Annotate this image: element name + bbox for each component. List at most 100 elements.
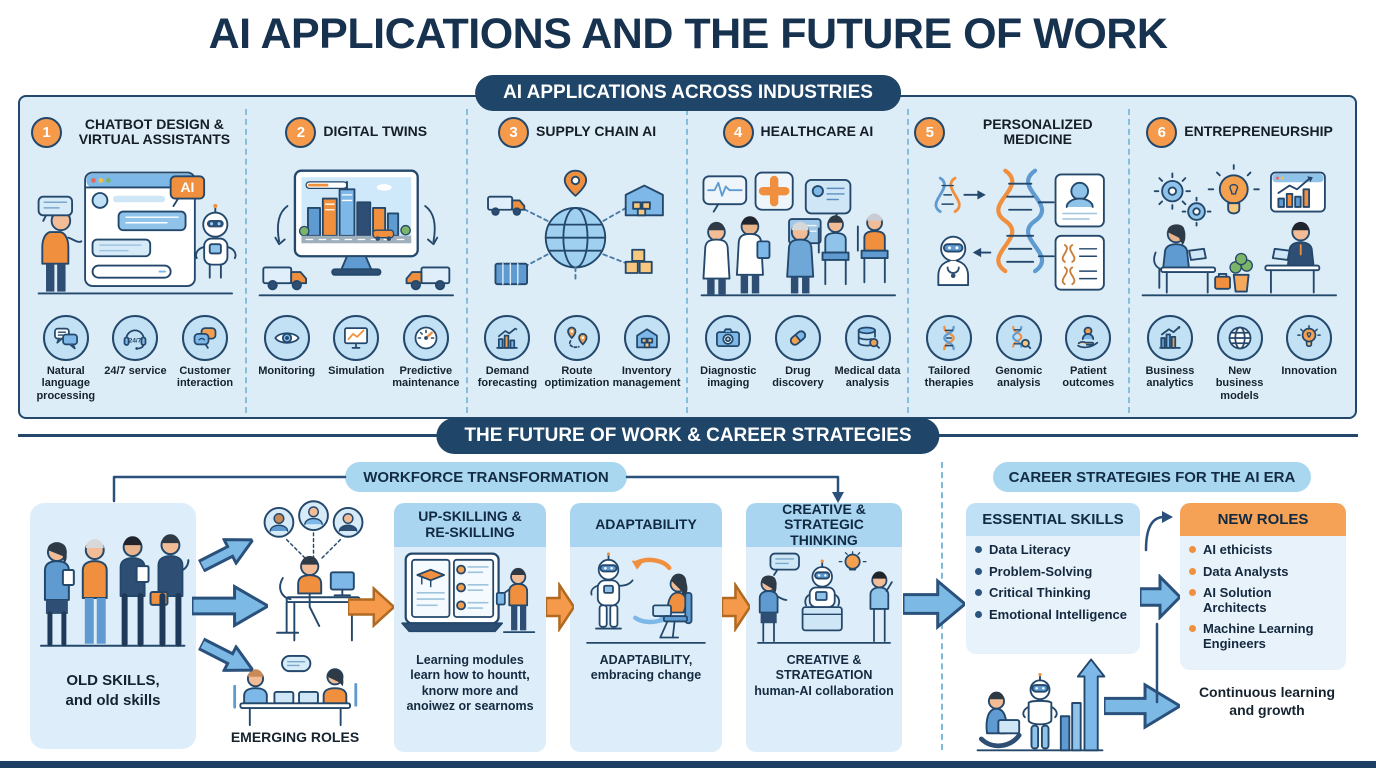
- headset-247-icon: 24/7: [112, 315, 159, 361]
- feature: Monitoring: [252, 315, 322, 377]
- industry-column-entrepreneurship: 6 ENTREPRENEURSHIP Business analytics Ne…: [1130, 109, 1349, 413]
- bullet-dot: [1189, 567, 1196, 575]
- card-title: CREATIVE & STRATEGIC THINKING: [746, 503, 902, 548]
- chat-bubbles-icon: [42, 315, 89, 361]
- feature: Business analytics: [1135, 315, 1205, 390]
- patient-hand-icon: [1065, 315, 1112, 361]
- new-roles-list: AI ethicists Data Analysts AI Solution A…: [1180, 542, 1346, 651]
- feature-label: Route optimization: [544, 365, 610, 390]
- feature-row: Business analytics New business models I…: [1135, 315, 1344, 402]
- career-strategies-header: CAREER STRATEGIES FOR THE AI ERA: [993, 462, 1311, 492]
- feature-label: Patient outcomes: [1062, 365, 1115, 390]
- skill-item: Data Literacy: [975, 542, 1131, 558]
- growth-illustration: [972, 650, 1108, 756]
- feature: Tailored therapies: [914, 315, 984, 390]
- warehouse-icon: [623, 315, 670, 361]
- feature-label: Inventory management: [612, 365, 681, 390]
- card-body: Learning modules learn how to hountt, kn…: [406, 653, 534, 713]
- flow-arrow-icon: [1140, 574, 1180, 620]
- feature-label: Demand forecasting: [477, 365, 538, 390]
- skill-item: Emotional Intelligence: [975, 606, 1131, 623]
- flow-arrow-icon: [903, 578, 965, 630]
- feature-label: Business analytics: [1145, 365, 1195, 390]
- route-pins-icon: [553, 315, 600, 361]
- feature: New business models: [1205, 315, 1275, 402]
- feature-row: Monitoring Simulation Predictive mainten…: [252, 315, 461, 390]
- column-header: 4 HEALTHCARE AI: [693, 109, 902, 155]
- feature: Inventory management: [612, 315, 682, 390]
- new-roles-card: NEW ROLES AI ethicists Data Analysts AI …: [1180, 503, 1346, 670]
- card-body: CREATIVE & STRATEGATION human-AI collabo…: [754, 653, 894, 698]
- creative-thinking-illustration: [750, 550, 898, 650]
- growth-chart-icon: [1146, 315, 1193, 361]
- bottom-accent-strip: [0, 761, 1376, 768]
- feature: Predictive maintenance: [391, 315, 461, 390]
- feature-row: Tailored therapies Genomic analysis Pati…: [914, 315, 1123, 390]
- role-label: Data Analysts: [1203, 563, 1289, 579]
- feature-label: Natural language processing: [36, 365, 96, 402]
- role-label: AI ethicists: [1203, 542, 1273, 557]
- feature: Genomic analysis: [984, 315, 1054, 390]
- feature: Diagnostic imaging: [693, 315, 763, 390]
- essential-skills-card: ESSENTIAL SKILLS Data Literacy Problem-S…: [966, 503, 1140, 654]
- healthcare-illustration: [693, 155, 902, 311]
- feature-label: Customer interaction: [176, 365, 234, 390]
- monitor-chart-icon: [333, 315, 380, 361]
- feature: Natural language processing: [31, 315, 101, 402]
- feature-label: Predictive maintenance: [392, 365, 460, 390]
- workforce-transformation-header: WORKFORCE TRANSFORMATION: [345, 462, 627, 492]
- gauge-icon: [402, 315, 449, 361]
- feature: Medical data analysis: [833, 315, 903, 390]
- feature-label: Drug discovery: [772, 365, 824, 390]
- feature: Simulation: [321, 315, 391, 377]
- feature: Drug discovery: [763, 315, 833, 390]
- role-label: Machine Learning Engineers: [1203, 621, 1314, 651]
- adaptability-illustration: [574, 550, 718, 650]
- page-title: AI APPLICATIONS AND THE FUTURE OF WORK: [208, 10, 1168, 58]
- bullet-dot: [1189, 625, 1196, 633]
- column-header: 1 CHATBOT DESIGN & VIRTUAL ASSISTANTS: [31, 109, 240, 155]
- chatbot-illustration: AI: [31, 155, 240, 311]
- feature-label: New business models: [1215, 365, 1264, 402]
- skill-item: Problem-Solving: [975, 563, 1131, 580]
- role-item: Data Analysts: [1189, 563, 1337, 580]
- bullet-dot: [975, 610, 982, 618]
- flow-arrow-icon: [194, 630, 259, 683]
- role-item: AI ethicists: [1189, 542, 1337, 558]
- role-label: AI Solution Architects: [1203, 585, 1272, 615]
- column-header: 5 PERSONALIZED MEDICINE: [914, 109, 1123, 155]
- column-title: DIGITAL TWINS: [323, 123, 428, 140]
- feature: Demand forecasting: [473, 315, 543, 390]
- industry-column-chatbot: 1 CHATBOT DESIGN & VIRTUAL ASSISTANTS AI…: [26, 109, 247, 413]
- supply-chain-illustration: [473, 155, 682, 311]
- role-item: AI Solution Architects: [1189, 585, 1337, 615]
- emerging-roles-label: EMERGING ROLES: [230, 729, 360, 745]
- network-person-illustration: [252, 500, 374, 658]
- flow-arrow-icon: [192, 584, 268, 628]
- feature-row: Natural language processing 24/7 24/7 se…: [31, 315, 240, 402]
- column-title: PERSONALIZED MEDICINE: [982, 115, 1093, 147]
- conversation-icon: [182, 315, 229, 361]
- eye-icon: [263, 315, 310, 361]
- bullet-dot: [1189, 589, 1196, 597]
- column-title: ENTREPRENEURSHIP: [1184, 123, 1333, 140]
- old-skills-people-illustration: [30, 507, 196, 661]
- skill-label: Data Literacy: [989, 542, 1071, 557]
- feature: Route optimization: [542, 315, 612, 390]
- column-header: 3 SUPPLY CHAIN AI: [473, 109, 682, 155]
- digital-twins-illustration: [252, 155, 461, 311]
- future-banner: THE FUTURE OF WORK & CAREER STRATEGIES: [436, 418, 940, 454]
- industry-column-healthcare: 4 HEALTHCARE AI Diagnostic imaging Drug …: [688, 109, 910, 413]
- dna-icon: [926, 315, 973, 361]
- skill-label: Emotional Intelligence: [989, 606, 1127, 622]
- skill-label: Problem-Solving: [989, 563, 1093, 579]
- feature-label: Monitoring: [258, 365, 316, 377]
- role-item: Machine Learning Engineers: [1189, 621, 1337, 651]
- number-badge: 2: [285, 116, 317, 148]
- feature: Customer interaction: [170, 315, 240, 390]
- feature: 24/7 24/7 service: [101, 315, 171, 377]
- essential-skills-list: Data Literacy Problem-Solving Critical T…: [966, 542, 1140, 623]
- feature-label: Simulation: [328, 365, 385, 377]
- svg-text:24/7: 24/7: [129, 338, 142, 345]
- flow-arrow-icon: [546, 582, 574, 632]
